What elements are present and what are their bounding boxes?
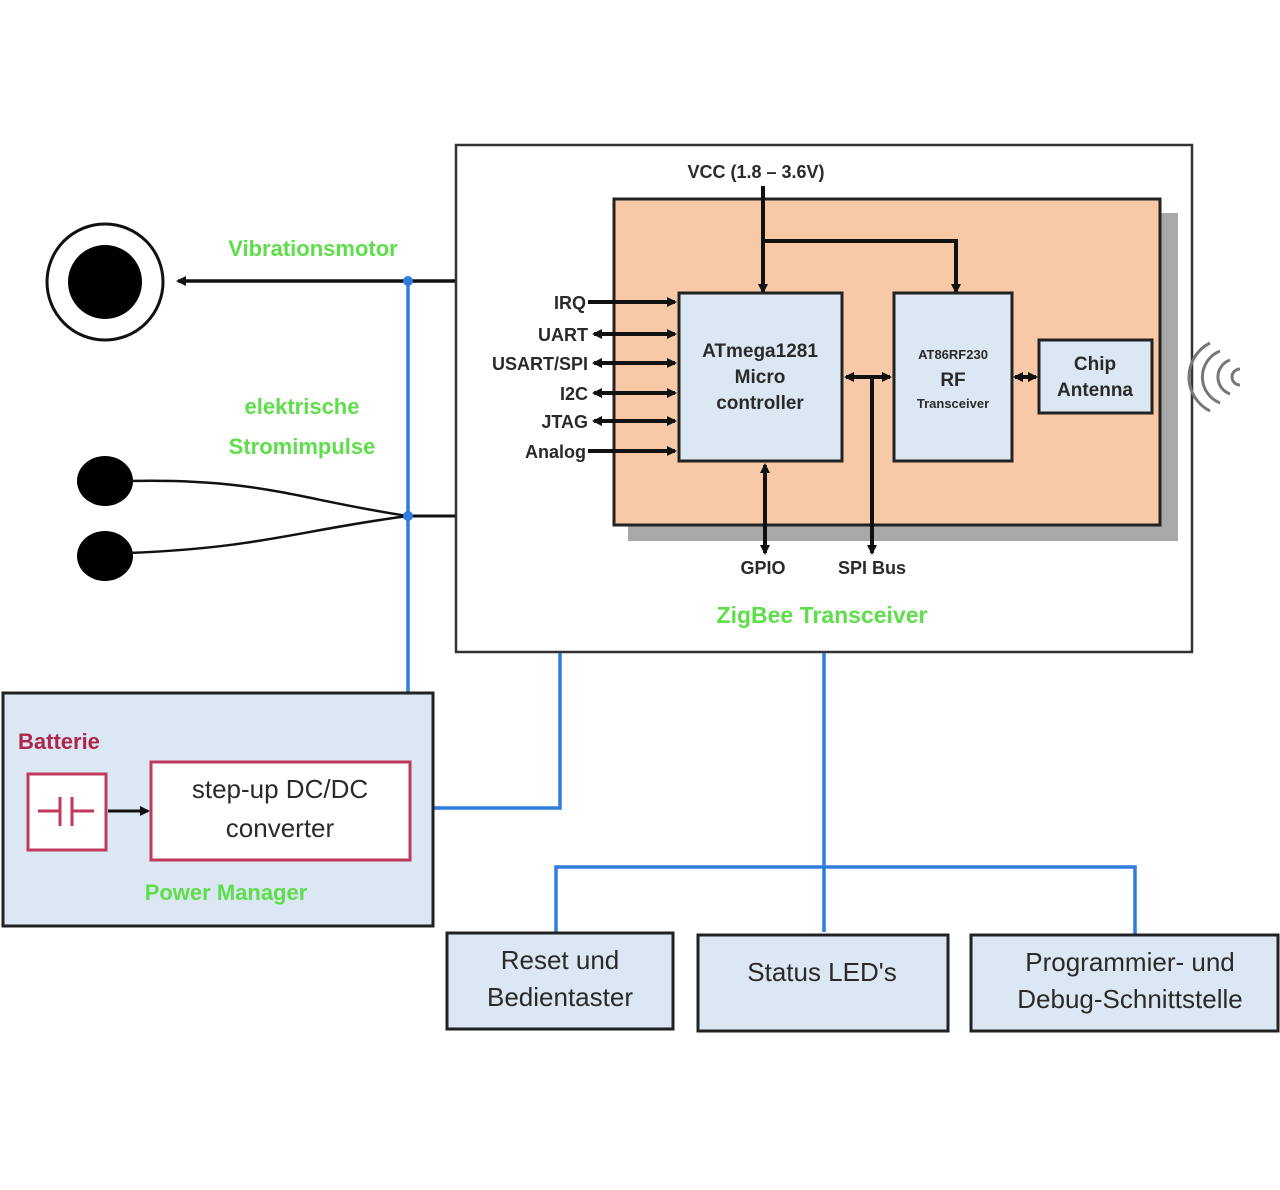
- power-lines: [406, 281, 1137, 934]
- electrode-wire-bottom: [127, 514, 409, 555]
- mcu-line2: Micro: [735, 367, 786, 388]
- reset-line2: Bedientaster: [487, 982, 633, 1012]
- wireless-signal-icon: [1187, 341, 1241, 413]
- spi-bus-label: SPI Bus: [838, 558, 906, 578]
- rf-line2: RF: [940, 370, 965, 391]
- mcu-box: [677, 291, 844, 463]
- gpio-label: GPIO: [740, 558, 785, 578]
- port-irq: IRQ: [554, 293, 586, 313]
- reset-line1: Reset und: [501, 945, 620, 975]
- converter-box: [149, 760, 412, 862]
- battery-icon: [38, 797, 94, 826]
- junction-motor: [403, 276, 413, 286]
- vcc-label: VCC (1.8 – 3.6V): [687, 162, 824, 182]
- elektrische-label-2: Stromimpulse: [229, 434, 376, 459]
- prog-line2: Debug-Schnittstelle: [1017, 984, 1242, 1014]
- vcc-branch: [763, 239, 961, 294]
- prog-line1: Programmier- und: [1025, 947, 1235, 977]
- electrode-wire-top: [127, 479, 409, 518]
- vibrationsmotor-label: Vibrationsmotor: [228, 236, 398, 261]
- elektrische-label-1: elektrische: [245, 394, 360, 419]
- port-usart-spi: USART/SPI: [492, 354, 588, 374]
- status-line1: Status LED's: [747, 957, 896, 987]
- port-analog: Analog: [525, 442, 586, 462]
- vibration-motor-icon: [45, 222, 165, 342]
- electrode-top-icon: [77, 456, 133, 506]
- rf-line3: Transceiver: [917, 396, 989, 411]
- antenna-line1: Chip: [1074, 354, 1116, 375]
- port-uart: UART: [538, 325, 588, 345]
- zigbee-label: ZigBee Transceiver: [717, 602, 928, 628]
- mcu-line1: ATmega1281: [702, 341, 818, 362]
- port-jtag: JTAG: [541, 412, 588, 432]
- converter-line2: converter: [226, 813, 335, 843]
- batterie-label: Batterie: [18, 729, 100, 754]
- electrode-bottom-icon: [77, 531, 133, 581]
- prog-box: [969, 933, 1280, 1033]
- port-i2c: I2C: [560, 384, 588, 404]
- converter-line1: step-up DC/DC: [192, 774, 368, 804]
- power-manager-label: Power Manager: [145, 880, 308, 905]
- antenna-line2: Antenna: [1057, 380, 1133, 401]
- status-box: [696, 933, 950, 1033]
- reset-box: [445, 931, 675, 1031]
- rf-box: [892, 291, 1014, 463]
- antenna-box: [1037, 338, 1154, 415]
- rf-line1: AT86RF230: [918, 347, 988, 362]
- junction-electrode: [403, 511, 413, 521]
- mcu-line3: controller: [716, 393, 804, 414]
